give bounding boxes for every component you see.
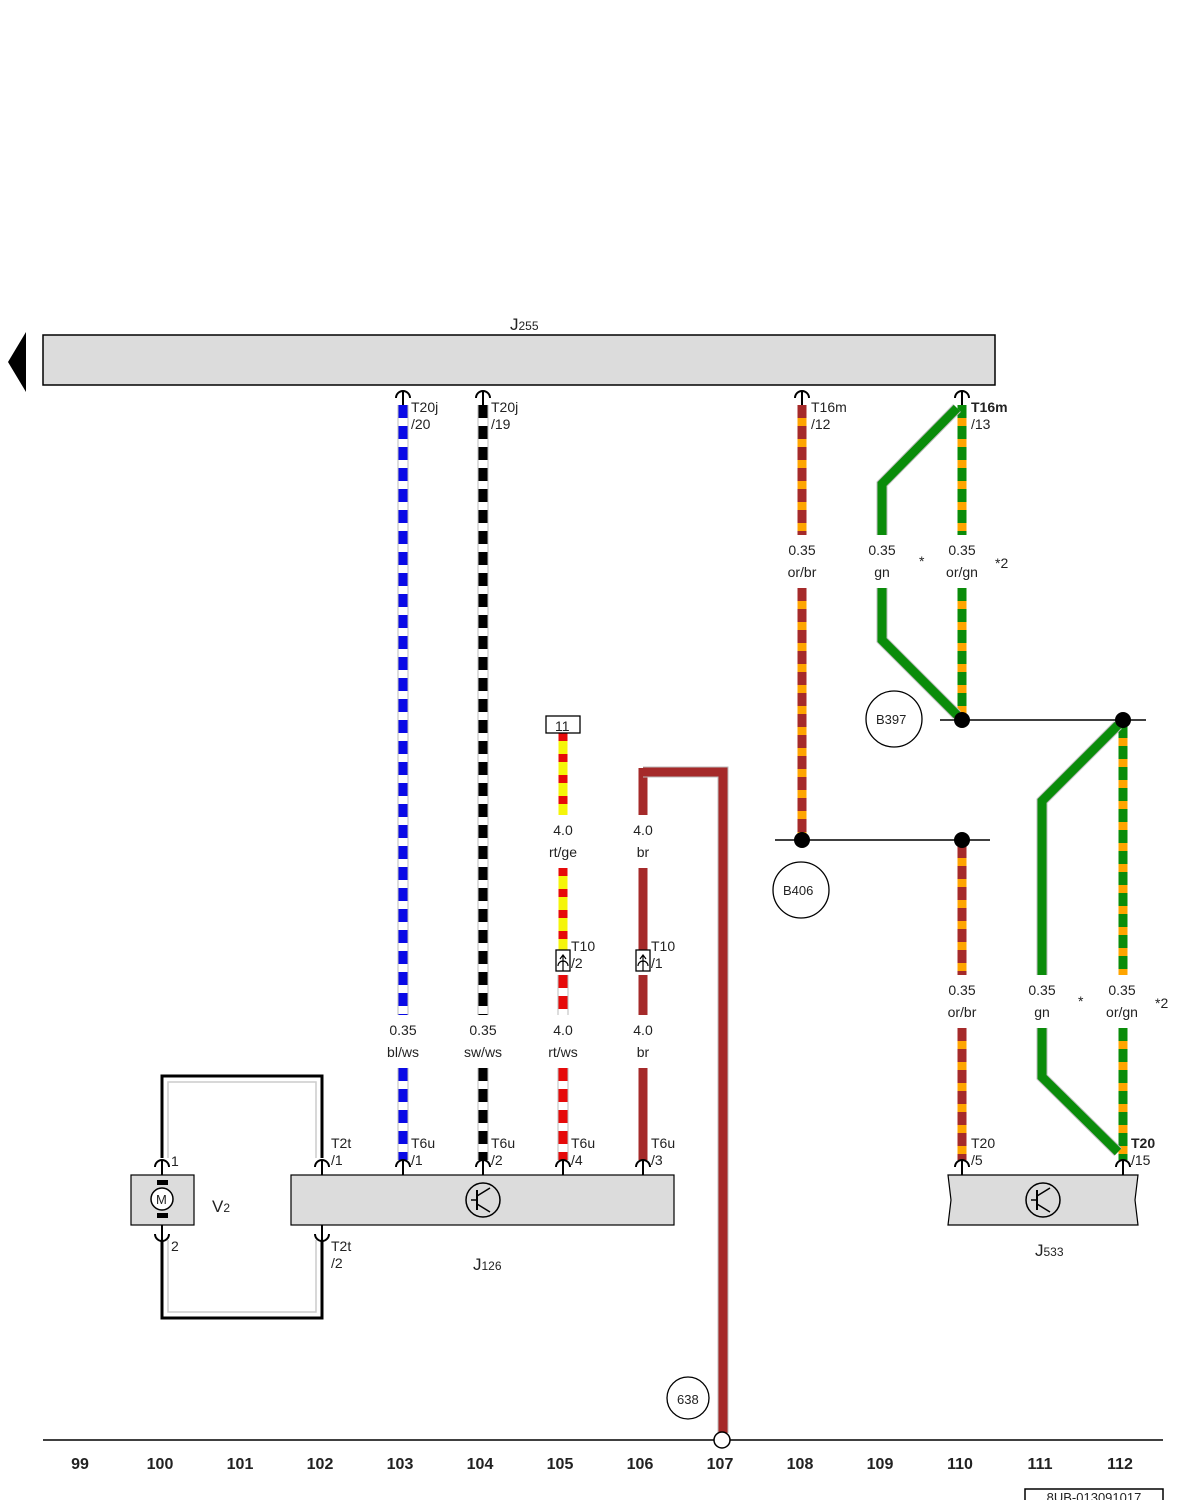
pin-icon [555, 1159, 571, 1175]
b406-label: B406 [783, 883, 813, 898]
column-number: 101 [227, 1456, 254, 1473]
pin-icon [475, 390, 491, 405]
conn-t20j-20: T20j/20 [411, 399, 438, 432]
fuse-number: 11 [555, 718, 570, 734]
pin-icon [635, 1159, 651, 1175]
conn-t16m-13: T16m/13 [971, 399, 1008, 432]
conn-t6u-3: T6u/3 [651, 1135, 675, 1168]
pin-icon [154, 1225, 170, 1242]
conn-t20j-19: T20j/19 [491, 399, 518, 432]
splice-node [1115, 712, 1131, 728]
note-star-b: * [1078, 993, 1084, 1009]
j533-label: J533 [1035, 1241, 1064, 1260]
conn-t20-15: T20/15 [1131, 1135, 1155, 1168]
pin-icon [154, 1159, 170, 1175]
b397-label: B397 [876, 712, 906, 727]
conn-t20-5: T20/5 [971, 1135, 995, 1168]
drawing-id: 8UB-013091017 [1047, 1490, 1142, 1500]
t10-connector-icon [635, 949, 651, 972]
column-number: 104 [467, 1456, 494, 1473]
note-star: * [919, 553, 925, 569]
pin-icon [1115, 1159, 1131, 1175]
conn-t6u-4: T6u/4 [571, 1135, 595, 1168]
column-number: 106 [627, 1456, 654, 1473]
wire-106-br[interactable] [638, 766, 729, 1433]
v2-label: V2 [212, 1197, 230, 1216]
left-arrow-icon [8, 332, 26, 392]
transistor-icon [465, 1182, 501, 1218]
pin-icon [395, 1159, 411, 1175]
fuse-box [545, 715, 581, 734]
column-number: 105 [547, 1456, 574, 1473]
column-number: 111 [1028, 1456, 1053, 1473]
column-number: 100 [147, 1456, 174, 1473]
conn-t10-2: T10/2 [571, 938, 595, 971]
b406-circle [772, 861, 830, 919]
column-number: 109 [867, 1456, 894, 1473]
pin-icon [794, 390, 810, 405]
wire-layer [160, 404, 1146, 1433]
splice-node [954, 832, 970, 848]
column-number: 107 [707, 1456, 734, 1473]
conn-t16m-12: T16m/12 [811, 399, 847, 432]
motor-icon: M [150, 1180, 174, 1218]
b397-circle [865, 690, 923, 748]
pin-icon [475, 1159, 491, 1175]
note-star2: *2 [995, 555, 1008, 571]
pin-icon [954, 390, 970, 405]
wire-v2-loop-top[interactable] [160, 1074, 324, 1158]
column-number: 110 [947, 1456, 973, 1473]
column-number: 102 [307, 1456, 334, 1473]
j255-housing [42, 334, 996, 386]
column-number: 99 [71, 1456, 89, 1473]
conn-t6u-1: T6u/1 [411, 1135, 435, 1168]
column-number: 108 [787, 1456, 814, 1473]
conn-t10-1: T10/1 [651, 938, 675, 971]
splice-node [794, 832, 810, 848]
pin-icon [314, 1159, 330, 1175]
column-number: 103 [387, 1456, 414, 1473]
ground-bus-node [713, 1431, 731, 1449]
wire-109-gn[interactable] [876, 404, 961, 719]
conn-t6u-2: T6u/2 [491, 1135, 515, 1168]
wire-v2-loop-bottom[interactable] [160, 1240, 324, 1320]
transistor-icon [1025, 1182, 1061, 1218]
conn-t2t-1: T2t/1 [331, 1135, 351, 1168]
column-numbers: 99 100 101 102 103 104 105 106 107 108 109 110 111 11… [71, 1456, 1133, 1473]
conn-t2t-2: T2t/2 [331, 1238, 351, 1271]
connector-labels: T20j/20 T20j/19 T16m/12 T16m/13 T2t/1 T6… [171, 399, 1155, 1271]
pin-terminals [154, 390, 1131, 1242]
j126-label: J126 [473, 1255, 502, 1274]
v2-pin-2: 2 [171, 1238, 179, 1254]
pin-icon [395, 390, 411, 405]
note-star2-b: *2 [1155, 995, 1168, 1011]
pin-icon [314, 1225, 330, 1242]
drawing-id-box [1024, 1488, 1164, 1500]
t10-connector-icon [555, 949, 571, 972]
column-number: 112 [1107, 1456, 1133, 1473]
svg-text:M: M [156, 1192, 167, 1207]
j533-housing [947, 1174, 1139, 1226]
wire-111-gn[interactable] [1036, 721, 1122, 1156]
ground-ref-circle [666, 1376, 710, 1420]
pin-icon [954, 1159, 970, 1175]
v2-pin-1: 1 [171, 1153, 179, 1169]
j255-label: J255 [510, 315, 539, 334]
ground-ref-label: 638 [677, 1392, 699, 1407]
splice-node [954, 712, 970, 728]
